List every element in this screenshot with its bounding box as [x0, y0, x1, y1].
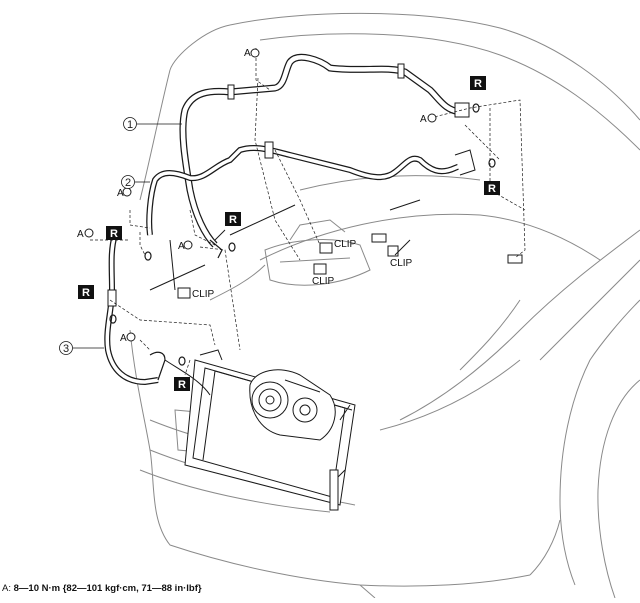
svg-text:R: R — [82, 287, 90, 299]
callout-2: 2 — [121, 175, 150, 189]
clip-label: CLIP — [334, 239, 357, 250]
vehicle-body-outline — [129, 12, 640, 599]
replace-badge: R — [174, 377, 190, 391]
bolt-labels: A A A A A A — [77, 48, 427, 344]
bolt-label-a: A — [77, 229, 84, 240]
svg-text:R: R — [178, 379, 186, 391]
bolts — [84, 48, 437, 342]
replace-badge: R — [106, 226, 122, 240]
footnote-prefix: A: — [2, 583, 11, 594]
bolt-label-a: A — [178, 241, 185, 252]
bolt-label-a: A — [420, 114, 427, 125]
o-rings — [109, 103, 496, 366]
hose-2 — [146, 141, 476, 236]
svg-text:R: R — [474, 78, 482, 90]
bolt-label-a: A — [117, 188, 124, 199]
callout-3-label: 3 — [63, 343, 69, 355]
clips — [177, 233, 523, 299]
clip-labels: CLIP CLIP CLIP CLIP — [192, 239, 413, 300]
replace-badge: R — [78, 285, 94, 299]
hose-1 — [179, 53, 470, 259]
svg-text:R: R — [110, 228, 118, 240]
leader-dashed-lines — [90, 48, 526, 376]
torque-footnote: A: 8—10 N·m {82—101 kgf·cm, 71—88 in·lbf… — [2, 583, 202, 594]
clip-label: CLIP — [312, 276, 335, 287]
svg-text:R: R — [229, 214, 237, 226]
replace-badge: R — [470, 76, 486, 90]
bolt-label-a: A — [244, 48, 251, 59]
footnote-torque: 8—10 N·m {82—101 kgf·cm, 71—88 in·lbf} — [13, 583, 202, 594]
replace-badge: R — [225, 212, 241, 226]
svg-text:R: R — [488, 183, 496, 195]
hose-3 — [104, 234, 211, 396]
replace-badges: R R R R R R — [78, 76, 500, 391]
callout-1: 1 — [123, 117, 182, 131]
replace-badge: R — [484, 181, 500, 195]
callout-2-label: 2 — [125, 177, 131, 189]
callout-1-label: 1 — [127, 119, 133, 131]
bolt-label-a: A — [120, 333, 127, 344]
clip-label: CLIP — [192, 289, 215, 300]
callout-3: 3 — [59, 341, 104, 355]
clip-label: CLIP — [390, 258, 413, 269]
compressor — [249, 369, 336, 441]
leader-solid-lines — [149, 199, 421, 291]
